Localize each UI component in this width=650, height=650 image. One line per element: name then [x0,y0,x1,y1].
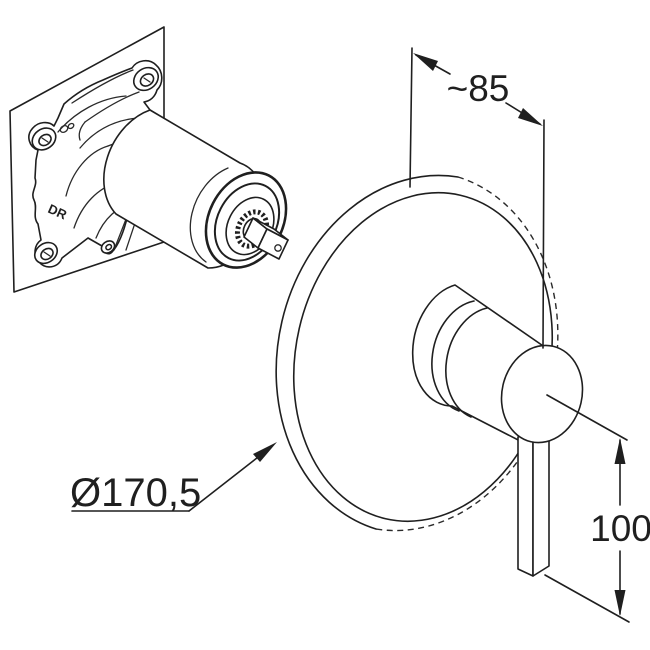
extension-line-top [546,394,628,441]
concealed-valve-unit: DR [9,26,289,293]
mounting-lug-foot [100,240,116,254]
spindle-hole [274,244,282,252]
length-dimension-label: 100 [590,508,650,549]
arrowhead-down [614,590,626,616]
handle-cap [500,344,584,444]
mounting-lug-bottom [33,241,59,265]
retaining-clip [59,122,75,134]
mounting-lug-left [31,127,57,151]
extension-line-left [409,47,413,188]
arrowhead-upper-left [413,53,438,71]
depth-dimension-label: ~85 [447,68,510,109]
depth-dimension: ~85 [409,47,545,349]
diameter-leader: Ø170,5 [70,442,277,515]
arrowhead-up [614,438,626,464]
extension-line-bottom [544,574,630,623]
square-spindle [243,217,289,260]
plate-outer-rim [275,174,459,530]
extension-line-right [542,119,545,349]
dimension-annotations: ~85 Ø170,5 100 [70,47,650,623]
lever-length-dimension: 100 [544,394,650,623]
lever-bar [517,425,550,577]
mounting-lug-top [132,66,160,92]
trim-plate-and-handle [268,173,584,577]
arrowhead-lower-right [518,108,543,126]
diameter-label: Ø170,5 [70,471,201,515]
leader-arrowhead [253,442,277,462]
body-marking-label: DR [46,201,70,223]
handle-collar-arc-1 [431,300,475,412]
cartridge-collar-edge [189,167,229,263]
handle-collar-arc-2 [445,307,488,418]
